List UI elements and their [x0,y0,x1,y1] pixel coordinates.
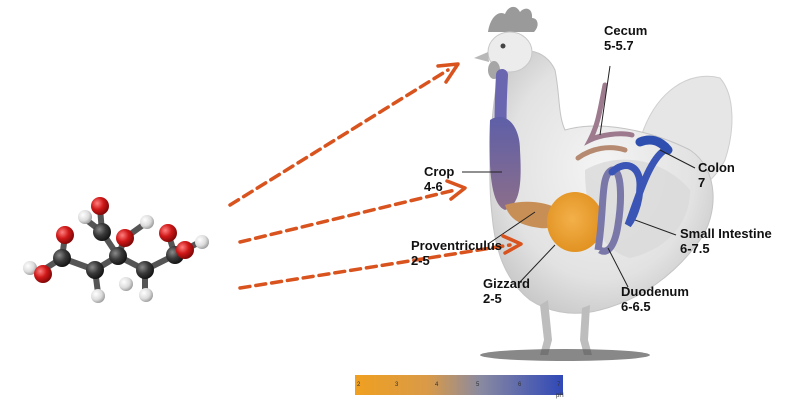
atom-oxygen [116,229,134,247]
label-duodenum-name: Duodenum [621,284,689,299]
label-cecum: Cecum 5-5.7 [604,23,647,53]
atom-oxygen [176,241,194,259]
atom-oxygen [159,224,177,242]
label-colon-name: Colon [698,160,735,175]
label-gizzard: Gizzard 2-5 [483,276,530,306]
label-colon: Colon 7 [698,160,735,190]
atom-hydrogen [195,235,209,249]
atom-hydrogen [91,289,105,303]
chicken-comb [488,7,538,32]
label-small-intestine: Small Intestine 6-7.5 [680,226,772,256]
label-proventriculus-name: Proventriculus [411,238,502,253]
ph-unit-label: pH [556,393,564,399]
atom-carbon [136,261,154,279]
atom-hydrogen [119,277,133,291]
atom-oxygen [56,226,74,244]
label-duodenum: Duodenum 6-6.5 [621,284,689,314]
atom-oxygen [34,265,52,283]
ph-tick: 2 [357,382,360,388]
label-crop-name: Crop [424,164,454,179]
label-duodenum-ph: 6-6.5 [621,299,689,314]
ph-tick: 5 [476,382,479,388]
ph-color-bar [355,375,563,395]
atom-carbon [86,261,104,279]
chicken-shadow [480,349,650,361]
label-colon-ph: 7 [698,175,735,190]
label-gizzard-name: Gizzard [483,276,530,291]
ph-tick: 4 [435,382,438,388]
chicken-beak [474,52,489,62]
label-cecum-ph: 5-5.7 [604,38,647,53]
atom-carbon [53,249,71,267]
ph-tick: 3 [395,382,398,388]
arrow-to-head [230,70,448,205]
label-cecum-name: Cecum [604,23,647,38]
label-small-intestine-name: Small Intestine [680,226,772,241]
label-proventriculus: Proventriculus 2-5 [411,238,502,268]
atom-carbon [109,247,127,265]
atom-carbon [93,223,111,241]
atom-hydrogen [78,210,92,224]
atom-hydrogen [139,288,153,302]
label-small-intestine-ph: 6-7.5 [680,241,772,256]
gizzard-organ [547,192,603,252]
label-crop-ph: 4-6 [424,179,454,194]
chicken-eye [501,44,506,49]
atom-hydrogen [140,215,154,229]
label-gizzard-ph: 2-5 [483,291,530,306]
label-proventriculus-ph: 2-5 [411,253,502,268]
ph-tick: 6 [518,382,521,388]
ph-tick: 7 [557,382,560,388]
arrow-to-crop [240,190,455,242]
label-crop: Crop 4-6 [424,164,454,194]
atom-oxygen [91,197,109,215]
citric-acid-molecule [23,197,209,303]
